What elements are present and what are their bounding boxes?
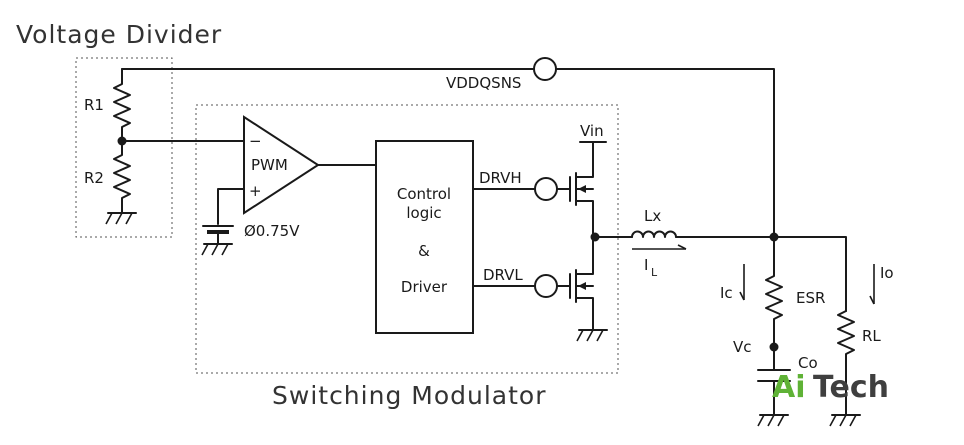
drvh-label: DRVH xyxy=(479,169,522,187)
vin-label: Vin xyxy=(580,122,604,140)
r1-label: R1 xyxy=(84,96,104,114)
aitech-watermark-logo: Ai Tech xyxy=(772,370,889,405)
il-subscript: L xyxy=(651,266,658,279)
brand-ai-text: Ai xyxy=(772,370,806,405)
rl-label: RL xyxy=(862,327,881,345)
il-label: I xyxy=(644,256,648,274)
divider-ground-symbol xyxy=(105,212,137,225)
control-logic-block xyxy=(375,140,474,334)
voltage-divider-boundary xyxy=(75,57,173,238)
pwm-label: PWM xyxy=(251,156,288,174)
lx-inductor xyxy=(631,230,677,238)
vref-ground-symbol xyxy=(201,243,233,256)
vref-battery-symbol xyxy=(202,225,234,245)
r2-resistor xyxy=(113,140,131,214)
drvh-pin xyxy=(534,177,558,201)
vddqsns-label: VDDQSNS xyxy=(446,74,521,92)
vddqsns-sense-wire xyxy=(121,68,775,238)
control-logic-ampersand: & xyxy=(418,242,430,260)
control-logic-line2: logic xyxy=(406,204,441,222)
rl-resistor xyxy=(837,310,855,416)
pwm-plus-input: + xyxy=(249,182,262,200)
co-capacitor xyxy=(757,346,791,416)
r2-label: R2 xyxy=(84,169,104,187)
drvl-pin xyxy=(534,274,558,298)
voltage-divider-title: Voltage Divider xyxy=(16,20,222,49)
drvl-label: DRVL xyxy=(483,266,523,284)
esr-label: ESR xyxy=(796,289,825,307)
output-rail-wire xyxy=(675,236,847,312)
rl-ground-symbol xyxy=(829,414,861,427)
r1-resistor xyxy=(113,68,131,142)
switching-modulator-boundary xyxy=(195,104,619,374)
brand-tech-text: Tech xyxy=(813,370,889,405)
co-ground-symbol xyxy=(757,414,789,427)
io-current-arrow xyxy=(869,264,875,305)
lx-label: Lx xyxy=(644,207,661,225)
pwm-comparator xyxy=(243,115,320,215)
switching-modulator-title: Switching Modulator xyxy=(272,381,546,410)
vref-wire xyxy=(217,188,245,225)
control-logic-line4: Driver xyxy=(401,278,448,296)
low-side-mosfet xyxy=(569,236,594,331)
pwm-minus-input: − xyxy=(249,132,262,150)
io-label: Io xyxy=(880,264,894,282)
ic-current-arrow xyxy=(739,264,745,301)
vddqsns-pin xyxy=(533,57,557,81)
co-label: Co xyxy=(798,354,818,372)
esr-resistor xyxy=(765,236,783,348)
vc-label: Vc xyxy=(733,338,752,356)
control-logic-line1: Control xyxy=(397,185,451,203)
low-side-ground-symbol xyxy=(576,329,608,342)
vref-label: Ø0.75V xyxy=(244,222,300,240)
ic-label: Ic xyxy=(720,284,733,302)
il-current-arrow xyxy=(632,244,687,250)
high-side-mosfet xyxy=(569,141,594,238)
